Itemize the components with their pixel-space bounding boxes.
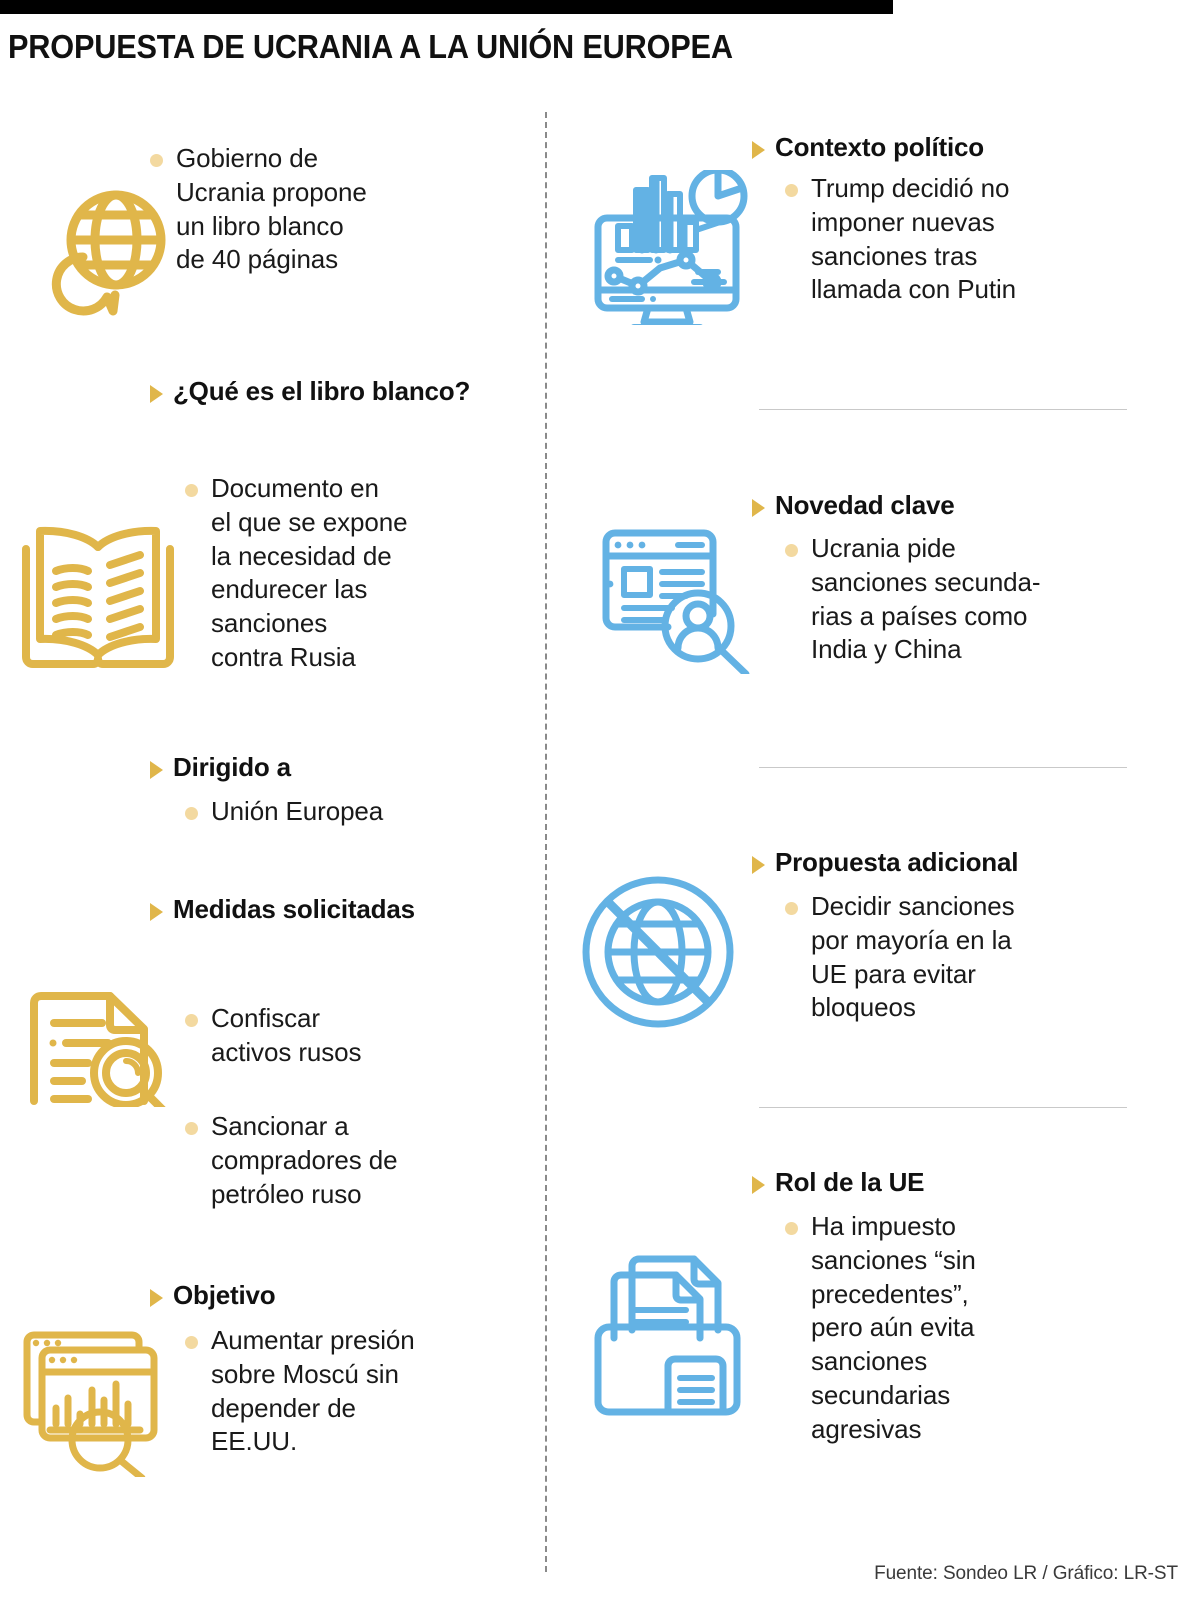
right-heading-novedad-clave: Novedad clave bbox=[752, 490, 1172, 522]
right-bullet-propuesta: Decidir sanciones por mayoría en la UE p… bbox=[785, 890, 1195, 1025]
bullet-dot bbox=[785, 544, 798, 557]
bullet-label: Confiscar activos rusos bbox=[211, 1003, 362, 1067]
triangle-bullet-icon bbox=[752, 1176, 765, 1194]
bullet-label: Ucrania pide sanciones secunda- rias a p… bbox=[811, 533, 1041, 665]
bullet-dot bbox=[150, 154, 163, 167]
globe-banned-icon bbox=[566, 872, 746, 1037]
bullet-dot bbox=[785, 184, 798, 197]
monitor-analytics-icon bbox=[590, 166, 755, 332]
left-bullet-sancionar: Sancionar a compradores de petróleo ruso bbox=[185, 1110, 535, 1211]
globe-chat-icon bbox=[28, 177, 168, 322]
left-heading-que-es-el-libro-blanco: ¿Qué es el libro blanco? bbox=[150, 376, 530, 408]
bullet-label: Aumentar presión sobre Moscú sin depende… bbox=[211, 1325, 415, 1457]
section-separator bbox=[759, 1107, 1127, 1108]
heading-label: Objetivo bbox=[173, 1280, 276, 1310]
page-title: PROPUESTA DE UCRANIA A LA UNIÓN EUROPEA bbox=[8, 28, 733, 65]
right-column: Contexto político Trump decidió no impon… bbox=[552, 112, 1200, 1582]
left-bullet-confiscar: Confiscar activos rusos bbox=[185, 1002, 535, 1070]
bullet-label: Unión Europea bbox=[211, 796, 384, 826]
left-column: Gobierno de Ucrania propone un libro bla… bbox=[0, 112, 545, 1582]
right-heading-rol-de-la-ue: Rol de la UE bbox=[752, 1167, 1172, 1199]
triangle-bullet-icon bbox=[752, 856, 765, 874]
source-credit: Fuente: Sondeo LR / Gráfico: LR-ST bbox=[874, 1563, 1178, 1584]
bullet-label: Trump decidió no imponer nuevas sancione… bbox=[811, 173, 1016, 305]
bullet-dot bbox=[185, 1014, 198, 1027]
bullet-dot bbox=[785, 902, 798, 915]
right-bullet-novedad: Ucrania pide sanciones secunda- rias a p… bbox=[785, 532, 1195, 667]
right-heading-contexto-politico: Contexto político bbox=[752, 132, 1172, 164]
bullet-dot bbox=[185, 807, 198, 820]
heading-label: Dirigido a bbox=[173, 752, 291, 782]
triangle-bullet-icon bbox=[752, 499, 765, 517]
left-heading-objetivo: Objetivo bbox=[150, 1280, 530, 1312]
heading-label: Medidas solicitadas bbox=[173, 894, 415, 924]
right-heading-propuesta-adicional: Propuesta adicional bbox=[752, 847, 1192, 879]
bullet-dot bbox=[185, 1122, 198, 1135]
bullet-label: Sancionar a compradores de petróleo ruso bbox=[211, 1111, 398, 1209]
bullet-label: Ha impuesto sanciones “sin precedentes”,… bbox=[811, 1211, 976, 1444]
right-bullet-trump: Trump decidió no imponer nuevas sancione… bbox=[785, 172, 1185, 307]
heading-label: Propuesta adicional bbox=[775, 847, 1019, 877]
bullet-dot bbox=[785, 1222, 798, 1235]
left-bullet-aumentar-presion: Aumentar presión sobre Moscú sin depende… bbox=[185, 1324, 545, 1459]
triangle-bullet-icon bbox=[150, 903, 163, 921]
bullet-label: Decidir sanciones por mayoría en la UE p… bbox=[811, 891, 1015, 1023]
bullet-label: Gobierno de Ucrania propone un libro bla… bbox=[176, 143, 367, 275]
bullet-label: Documento en el que se expone la necesid… bbox=[211, 473, 408, 672]
folder-documents-icon bbox=[590, 1242, 765, 1422]
left-heading-medidas-solicitadas: Medidas solicitadas bbox=[150, 894, 530, 926]
left-bullet-documento: Documento en el que se expone la necesid… bbox=[185, 472, 535, 675]
right-bullet-rol-ue: Ha impuesto sanciones “sin precedentes”,… bbox=[785, 1210, 1195, 1447]
section-separator bbox=[759, 767, 1127, 768]
window-chart-search-icon bbox=[20, 1312, 185, 1482]
triangle-bullet-icon bbox=[150, 385, 163, 403]
left-bullet-gobierno: Gobierno de Ucrania propone un libro bla… bbox=[150, 142, 520, 277]
document-search-icon bbox=[22, 967, 182, 1123]
section-separator bbox=[759, 409, 1127, 410]
triangle-bullet-icon bbox=[752, 141, 765, 159]
bullet-dot bbox=[185, 484, 198, 497]
webpage-user-search-icon bbox=[590, 514, 760, 679]
heading-label: Rol de la UE bbox=[775, 1167, 925, 1197]
open-book-icon bbox=[18, 487, 188, 677]
column-divider bbox=[545, 112, 547, 1572]
triangle-bullet-icon bbox=[150, 1289, 163, 1307]
heading-label: ¿Qué es el libro blanco? bbox=[173, 376, 471, 406]
triangle-bullet-icon bbox=[150, 761, 163, 779]
heading-label: Contexto político bbox=[775, 132, 984, 162]
left-bullet-union-europea: Unión Europea bbox=[185, 795, 535, 829]
bullet-dot bbox=[185, 1336, 198, 1349]
header-rule bbox=[0, 0, 893, 14]
heading-label: Novedad clave bbox=[775, 490, 955, 520]
left-heading-dirigido-a: Dirigido a bbox=[150, 752, 530, 784]
